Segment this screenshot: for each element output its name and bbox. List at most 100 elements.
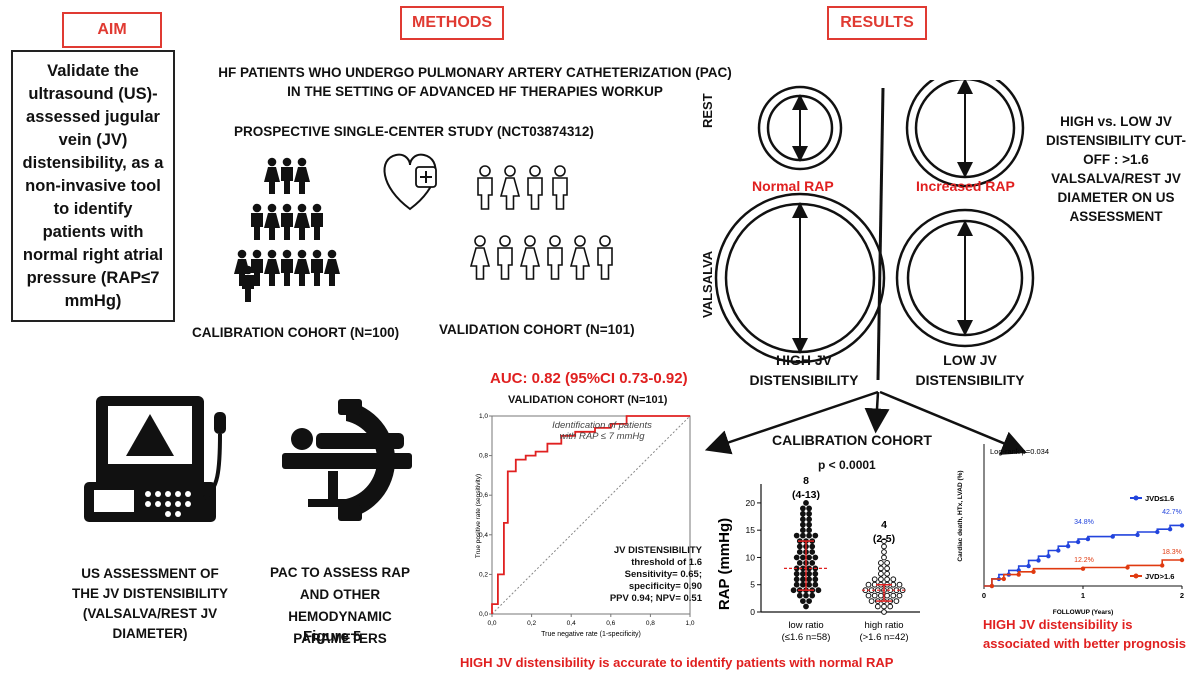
km-event-marker — [1110, 534, 1115, 539]
scatter-point — [806, 510, 812, 517]
scatter-point — [803, 500, 809, 506]
roc-auc: AUC: 0.82 (95%CI 0.73-0.92) — [490, 370, 688, 387]
jv-diagram — [714, 80, 1035, 381]
scatter-point — [793, 570, 800, 577]
group1-iqr: (4-13) — [792, 489, 820, 501]
arrow-to-scatter — [864, 391, 890, 434]
scatter-point — [806, 576, 812, 583]
roc-stat-specificity: specificity= 0.90 — [628, 581, 702, 592]
roc-x-tick-label: 0,0 — [487, 620, 496, 627]
scatter-point — [796, 549, 803, 555]
group1-n: (≤1.6 n=58) — [782, 632, 831, 643]
scatter-point — [800, 505, 806, 512]
aim-text: Validate the ultrasound (US)-assessed ju… — [11, 50, 175, 322]
scatter-point — [806, 598, 812, 604]
roc-cohort: VALIDATION COHORT (N=101) — [508, 394, 668, 406]
scatter-point — [890, 592, 897, 599]
scatter-point — [881, 609, 887, 615]
scatter-point — [790, 587, 797, 594]
km-event-marker — [1065, 544, 1071, 549]
scatter-point — [800, 581, 806, 588]
scatter-point — [884, 576, 891, 583]
scatter-point — [806, 554, 812, 561]
scatter-point — [812, 581, 819, 588]
study-design: PROSPECTIVE SINGLE-CENTER STUDY (NCT0387… — [234, 124, 594, 139]
roc-y-tick-label: 0,4 — [479, 532, 488, 539]
km-event-marker — [1036, 558, 1041, 563]
svg-text:JVD≤1.6: JVD≤1.6 — [1145, 494, 1174, 503]
scatter-point — [793, 554, 800, 561]
km-legend-high: JVD>1.6 — [1130, 572, 1174, 581]
scatter-point — [796, 543, 803, 550]
cohort-figures — [234, 153, 613, 302]
scatter-point — [878, 592, 884, 599]
scatter-point — [800, 598, 806, 604]
scatter-point — [881, 538, 887, 544]
roc-conclusion: HIGH JV distensibility is accurate to id… — [460, 655, 894, 670]
km-event-marker — [1135, 532, 1140, 538]
scatter-point — [809, 543, 816, 550]
scatter-point — [800, 521, 806, 528]
roc-y-tick-label: 0,2 — [479, 571, 488, 578]
km-event-marker — [1125, 565, 1130, 570]
scatter-point — [890, 576, 897, 583]
scatter-point — [815, 587, 822, 594]
scatter-point — [803, 603, 809, 610]
roc-x-tick-label: 0,4 — [567, 620, 576, 627]
scatter-point — [812, 570, 819, 577]
high-jv-label: HIGH JV DISTENSIBILITY — [749, 352, 859, 388]
roc-annotation-2: with RAP ≤ 7 mmHg — [559, 431, 645, 442]
scatter-y-tick-label: 0 — [750, 607, 755, 617]
km-legend-low: JVD≤1.6 — [1130, 494, 1174, 503]
increased-rap-label: Increased RAP — [916, 178, 1015, 194]
scatter-point — [800, 527, 806, 534]
roc-y-tick-label: 0,6 — [479, 492, 488, 499]
scatter-point — [806, 505, 812, 512]
svg-text:JVD>1.6: JVD>1.6 — [1145, 572, 1174, 581]
scatter-point — [884, 560, 891, 566]
group1-label: low ratio — [788, 620, 823, 631]
scatter-point — [812, 554, 819, 561]
methods-description: HF PATIENTS WHO UNDERGO PULMONARY ARTERY… — [190, 63, 760, 101]
scatter-point — [800, 516, 806, 523]
scatter-point — [793, 576, 800, 583]
scatter-point — [812, 576, 819, 583]
km-event-marker — [1085, 536, 1091, 542]
scatter-point — [806, 532, 812, 539]
scatter-point — [796, 592, 803, 599]
scatter-point — [887, 603, 894, 610]
aim-header: AIM — [62, 12, 162, 48]
scatter-point — [868, 598, 875, 604]
calibration-cohort-label: CALIBRATION COHORT (N=100) — [192, 325, 400, 340]
scatter-point — [878, 565, 884, 572]
methods-line-2: IN THE SETTING OF ADVANCED HF THERAPIES … — [287, 84, 663, 99]
scatter-point — [893, 598, 900, 604]
roc-x-tick-label: 0,6 — [606, 620, 615, 627]
pac-caption: PAC TO ASSESS RAP AND OTHER HEMODYNAMIC … — [269, 565, 411, 646]
km-event-marker — [1046, 554, 1051, 559]
scatter-point — [800, 554, 806, 561]
roc-stat-sensitivity: Sensitivity= 0.65; — [624, 569, 702, 580]
km-label-34-8: 34.8% — [1074, 519, 1094, 526]
validation-people-icon — [470, 165, 613, 280]
km-event-marker — [1056, 548, 1061, 553]
group1-median: 8 — [803, 475, 809, 487]
km-conclusion: HIGH JV distensibility is associated wit… — [983, 617, 1186, 651]
scatter-y-tick-label: 20 — [746, 498, 756, 508]
results-header: RESULTS — [827, 6, 927, 40]
roc-x-tick-label: 1,0 — [685, 620, 694, 627]
roc-ylabel: True positive rate (sensitivity) — [475, 474, 482, 558]
km-event-marker — [1179, 523, 1185, 528]
scatter-point — [800, 510, 806, 517]
scatter-point — [809, 592, 816, 599]
scatter-point — [800, 532, 806, 539]
roc-x-tick-label: 0,8 — [646, 620, 655, 627]
scatter-point — [881, 543, 887, 550]
low-jv-label: LOW JV DISTENSIBILITY — [915, 352, 1025, 388]
km-label-18-3: 18.3% — [1162, 549, 1182, 556]
scatter-point — [884, 570, 891, 577]
scatter-point — [881, 549, 887, 555]
scatter-point — [896, 581, 903, 588]
